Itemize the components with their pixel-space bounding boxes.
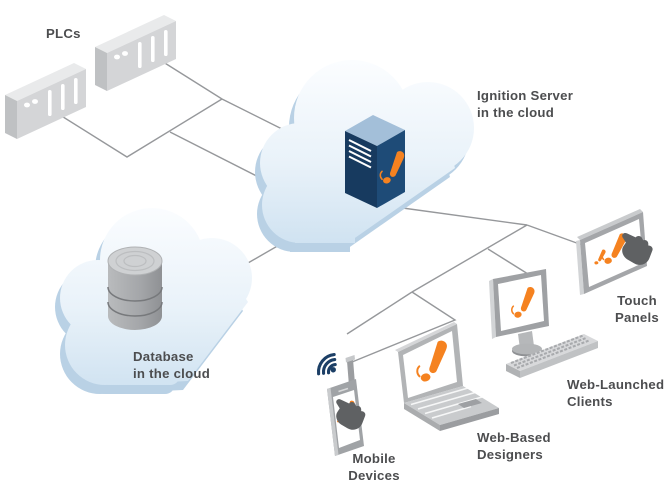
plc-2-slots <box>114 30 168 68</box>
wifi-icon <box>317 353 337 376</box>
phone-speaker <box>338 387 349 393</box>
web-launched-clients-label-line2: Clients <box>567 394 613 409</box>
mobile-devices-label-line2: Devices <box>348 468 400 483</box>
server-vent-stripes <box>348 139 372 169</box>
connection-line-client-trunk <box>411 224 528 293</box>
monitor <box>489 269 549 357</box>
ignition-server-icon <box>345 115 406 208</box>
plc-1 <box>5 63 86 139</box>
mobile-phone <box>317 353 366 456</box>
plc-2 <box>95 15 176 91</box>
keyboard-keys <box>510 334 590 369</box>
ignition-server-label-line1: Ignition Server <box>477 88 573 103</box>
touch-panels-label-line2: Panels <box>615 310 659 325</box>
web-based-designers-label-line1: Web-Based <box>477 430 551 445</box>
mobile-devices-label-line1: Mobile <box>352 451 395 466</box>
laptop-keys <box>410 387 483 419</box>
database-cylinder-icon <box>107 246 163 330</box>
touch-panel <box>576 209 653 295</box>
web-launched-clients-label-line1: Web-Launched <box>567 377 664 392</box>
web-based-designers-label-line2: Designers <box>477 447 543 462</box>
diagram-labels: PLCs Ignition Server in the cloud Databa… <box>46 26 664 483</box>
touch-panels-label-line1: Touch <box>617 293 657 308</box>
ignition-server-label-line2: in the cloud <box>477 105 554 120</box>
connection-line-plc1 <box>51 98 223 158</box>
connection-line-wifi <box>346 291 413 335</box>
database-label-line2: in the cloud <box>133 366 210 381</box>
phone-antenna <box>347 359 355 386</box>
laptop <box>395 322 499 431</box>
server-cloud <box>255 60 474 252</box>
laptop-touchpad <box>458 399 482 408</box>
connection-line-monitor <box>487 248 529 275</box>
database-label-line1: Database <box>133 349 194 364</box>
connection-line-server-junction <box>387 205 528 226</box>
database-cloud <box>55 208 252 394</box>
plcs-label: PLCs <box>46 26 81 41</box>
connection-line-laptop-phone <box>351 291 457 363</box>
keyboard-icon <box>506 334 598 378</box>
plc-1-slots <box>24 78 78 116</box>
